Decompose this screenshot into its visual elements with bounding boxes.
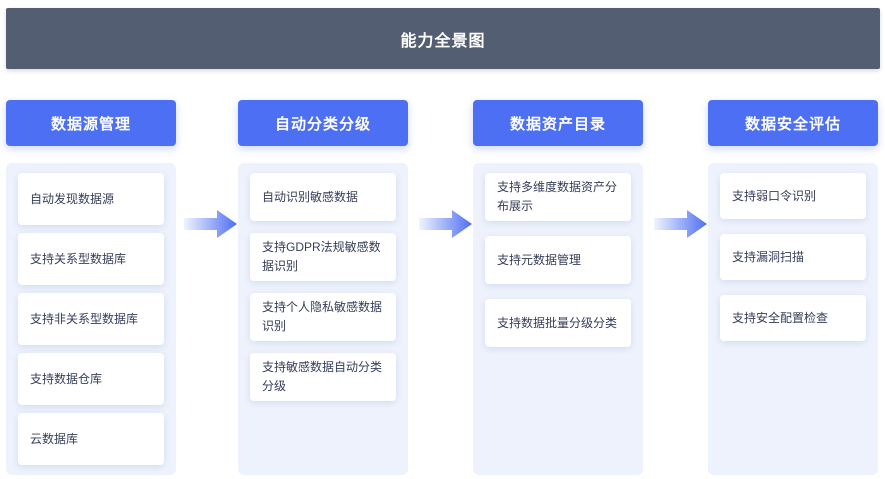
capability-card: 自动发现数据源 bbox=[18, 173, 164, 225]
capability-card: 支持安全配置检查 bbox=[720, 295, 866, 341]
right-arrow-icon bbox=[654, 208, 707, 240]
capability-card: 自动识别敏感数据 bbox=[250, 173, 396, 221]
right-arrow-icon bbox=[419, 208, 472, 240]
column-data-source-management: 数据源管理自动发现数据源支持关系型数据库支持非关系型数据库支持数据仓库云数据库 bbox=[6, 100, 176, 475]
capability-card: 支持多维度数据资产分布展示 bbox=[485, 173, 631, 221]
right-arrow-icon bbox=[184, 208, 237, 240]
capability-card: 支持关系型数据库 bbox=[18, 233, 164, 285]
capability-card: 支持元数据管理 bbox=[485, 236, 631, 284]
column-data-asset-catalog: 数据资产目录支持多维度数据资产分布展示支持元数据管理支持数据批量分级分类 bbox=[473, 100, 643, 475]
capability-card: 支持敏感数据自动分类分级 bbox=[250, 353, 396, 401]
capability-card: 支持GDPR法规敏感数据识别 bbox=[250, 233, 396, 281]
column-header: 数据源管理 bbox=[6, 100, 176, 146]
column-data-security-assessment: 数据安全评估支持弱口令识别支持漏洞扫描支持安全配置检查 bbox=[708, 100, 878, 475]
column-header: 自动分类分级 bbox=[238, 100, 408, 146]
capability-card: 支持非关系型数据库 bbox=[18, 293, 164, 345]
column-panel: 自动发现数据源支持关系型数据库支持非关系型数据库支持数据仓库云数据库 bbox=[6, 163, 176, 475]
capability-card: 支持弱口令识别 bbox=[720, 173, 866, 219]
column-panel: 自动识别敏感数据支持GDPR法规敏感数据识别支持个人隐私敏感数据识别支持敏感数据… bbox=[238, 163, 408, 475]
column-panel: 支持多维度数据资产分布展示支持元数据管理支持数据批量分级分类 bbox=[473, 163, 643, 475]
capability-card: 支持数据批量分级分类 bbox=[485, 299, 631, 347]
page-title: 能力全景图 bbox=[400, 32, 486, 50]
column-header: 数据资产目录 bbox=[473, 100, 643, 146]
banner: 能力全景图 bbox=[6, 8, 880, 69]
column-panel: 支持弱口令识别支持漏洞扫描支持安全配置检查 bbox=[708, 163, 878, 475]
capability-card: 支持个人隐私敏感数据识别 bbox=[250, 293, 396, 341]
column-header: 数据安全评估 bbox=[708, 100, 878, 146]
capability-card: 支持数据仓库 bbox=[18, 353, 164, 405]
capability-card: 云数据库 bbox=[18, 413, 164, 465]
capability-card: 支持漏洞扫描 bbox=[720, 234, 866, 280]
column-auto-classification-grading: 自动分类分级自动识别敏感数据支持GDPR法规敏感数据识别支持个人隐私敏感数据识别… bbox=[238, 100, 408, 475]
